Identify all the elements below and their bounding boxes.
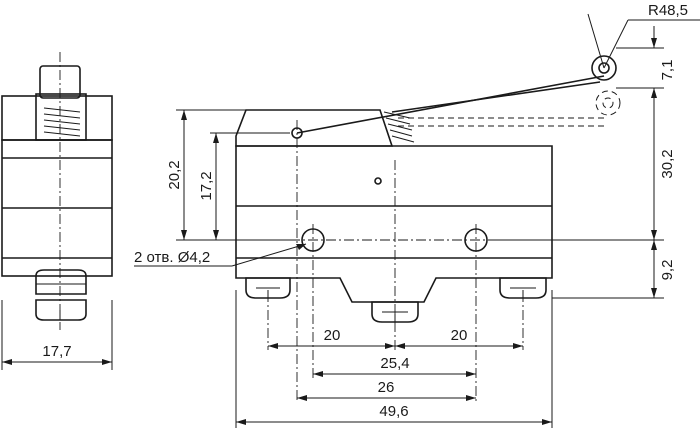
dim-hole-distance: 25,4 [380, 355, 409, 372]
side-spring [43, 107, 81, 137]
dim-terminal-pitch-left: 20 [324, 327, 341, 344]
lever-spring [383, 111, 415, 143]
front-view: 20,2 17,2 2 отв. Ø4,2 7,1 30,2 9,2 R48,5 [134, 2, 700, 428]
holes-note: 2 отв. Ø4,2 [134, 249, 210, 266]
dim-height-total: 30,2 [659, 149, 676, 178]
dim-radius: R48,5 [648, 2, 688, 19]
dim-side-width: 17,7 [42, 343, 71, 360]
dim-total-width: 49,6 [379, 403, 408, 420]
side-actuator-housing [35, 93, 87, 141]
dim-inner-width: 26 [378, 379, 395, 396]
dim-terminal-pitch-right: 20 [451, 327, 468, 344]
lever-arm [296, 75, 605, 134]
side-terminal-lower [35, 299, 87, 321]
dim-height-left-inner: 17,2 [198, 171, 215, 200]
front-cap [235, 109, 394, 147]
dim-height-left-outer: 20,2 [166, 160, 183, 189]
side-terminal-upper [35, 269, 87, 295]
dim-terminal-height: 9,2 [659, 260, 676, 281]
dim-lever-offset: 7,1 [659, 60, 676, 81]
side-view: 17,7 [1, 52, 113, 370]
lever-roller-pressed [595, 90, 621, 116]
front-indicator-dot [374, 177, 382, 185]
lever-roller [591, 55, 617, 81]
